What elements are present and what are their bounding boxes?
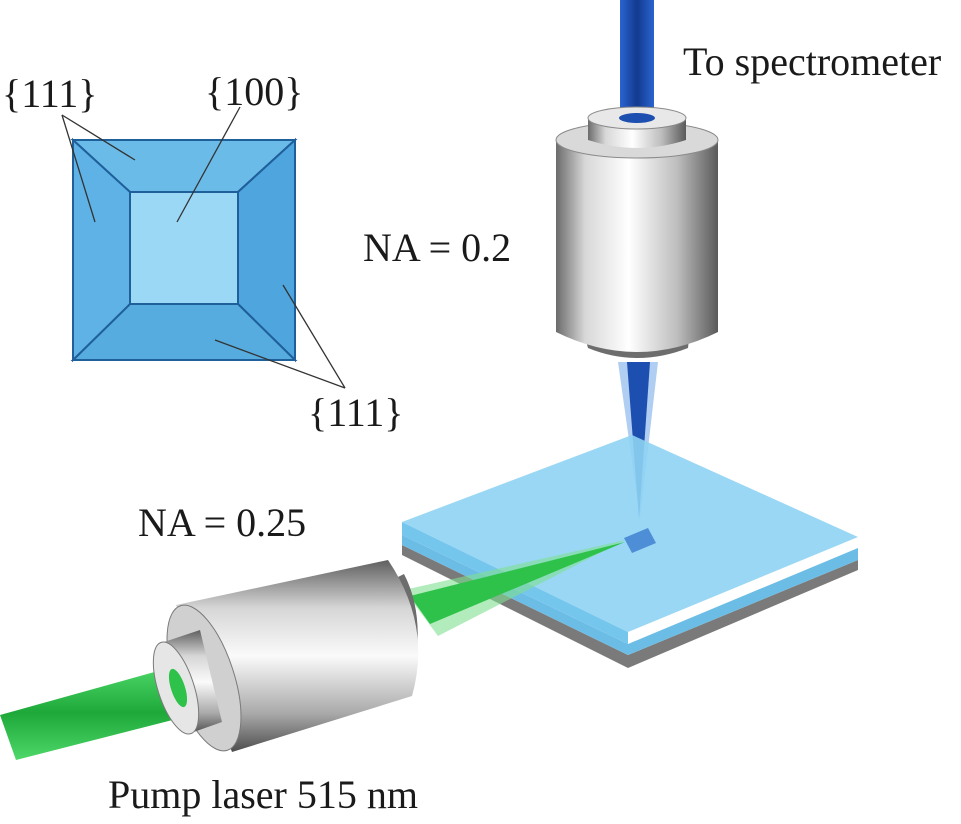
facet-100-label: {100}: [205, 69, 304, 114]
to-spectrometer-label: To spectrometer: [683, 39, 942, 84]
facet-111-bottom-label: {111}: [308, 390, 404, 435]
na-collection-label: NA = 0.2: [363, 225, 512, 270]
pump-laser-label: Pump laser 515 nm: [108, 772, 418, 817]
substrate-icon: [402, 435, 858, 668]
facet-111-top-label: {111}: [2, 71, 98, 116]
collection-objective-icon: [555, 106, 719, 358]
pump-beam-input: [0, 666, 196, 760]
na-pump-label: NA = 0.25: [138, 500, 307, 545]
collection-beam-upper: [620, 0, 654, 122]
pump-cone-core: [410, 542, 625, 624]
crystal-facet-icon: [61, 106, 346, 389]
pump-objective-icon: [152, 560, 419, 752]
sample-crystal: [624, 528, 656, 553]
